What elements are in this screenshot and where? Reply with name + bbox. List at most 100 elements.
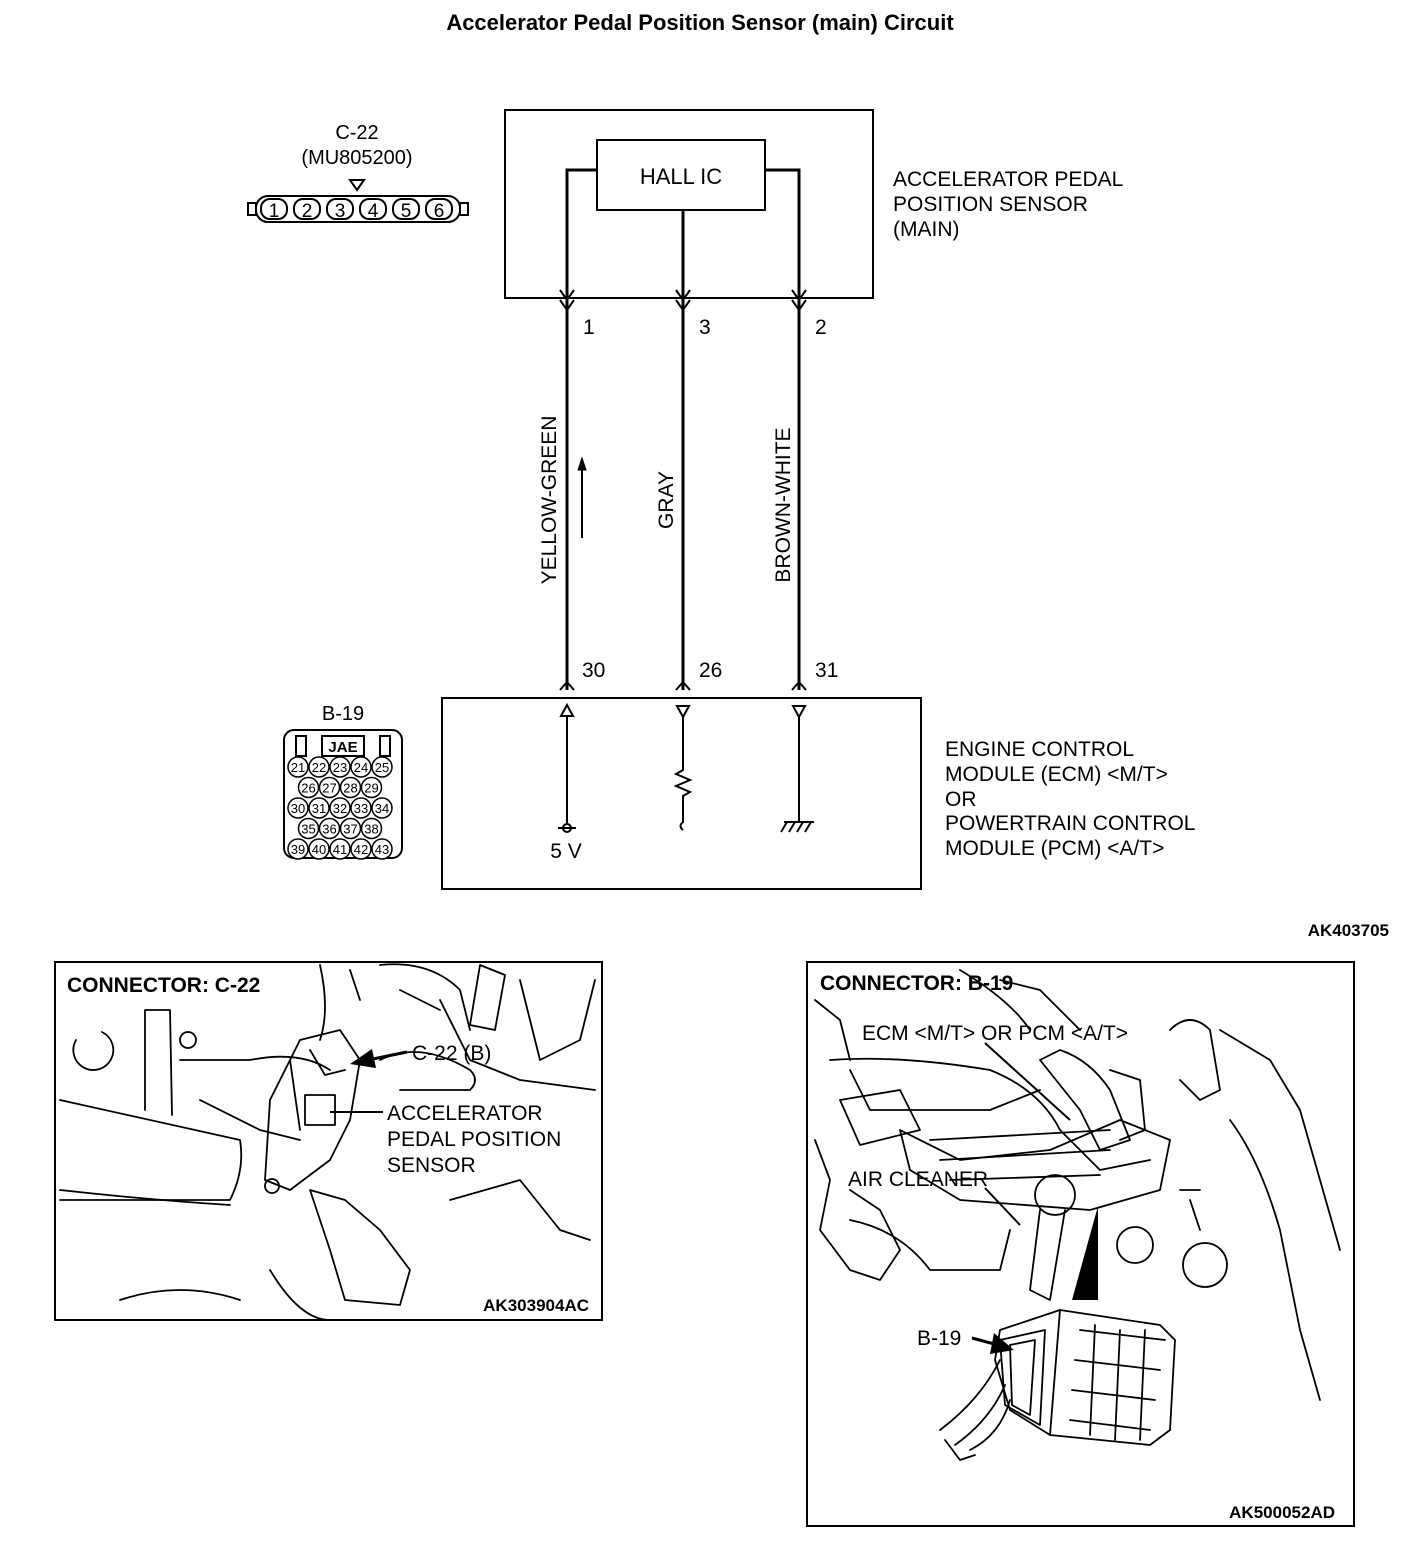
- b19-pin-35: [297, 817, 320, 840]
- page-title: Accelerator Pedal Position Sensor (main)…: [446, 10, 954, 35]
- b19-pin-label-32: 32: [333, 801, 347, 816]
- ecm-leader-line: [984, 1042, 1071, 1121]
- b19-pin-label-38: 38: [364, 822, 378, 837]
- b19-pin-label-37: 37: [343, 822, 357, 837]
- ecm-pin-label-31: 31: [815, 659, 838, 682]
- b19-pin-43: [371, 838, 393, 860]
- panel-connector-b19: CONNECTOR: B-19 ECM <M/T> OR PCM <A/T> A…: [806, 961, 1355, 1527]
- ecm-pin-label-30: 30: [582, 659, 605, 682]
- ecm-pin-31-terminal: [791, 680, 807, 691]
- sensor-pin-label-2: 2: [815, 316, 827, 339]
- ecm-pin-label-26: 26: [699, 659, 722, 682]
- panel-right-heading: CONNECTOR: B-19: [820, 972, 1013, 995]
- b19-pin-22: [308, 756, 330, 778]
- b19-pin-label-35: 35: [301, 822, 315, 837]
- b19-pin-label-41: 41: [333, 842, 347, 857]
- hall-ic-label: HALL IC: [640, 164, 722, 189]
- ground-icon: [780, 821, 814, 833]
- b19-pin-31: [308, 797, 330, 819]
- b19-pin-33: [350, 797, 372, 819]
- svg-text:4: 4: [368, 201, 379, 222]
- ecm-box: [441, 697, 922, 890]
- figure-id-top: AK403705: [1308, 921, 1389, 940]
- b19-pin-32: [329, 797, 351, 819]
- b19-pin-25: [371, 756, 393, 778]
- svg-text:2: 2: [302, 201, 313, 222]
- hall-ic-lead-1: [565, 168, 597, 298]
- panel-connector-c22: CONNECTOR: C-22 C-22 (B) ACCELERATOR PED…: [54, 961, 603, 1321]
- current-direction-arrow-icon: [577, 456, 587, 538]
- b19-pin-label-42: 42: [354, 842, 368, 857]
- b19-pin-label-29: 29: [364, 781, 378, 796]
- ground-input-marker-icon: [791, 705, 807, 720]
- c22-pin-2: 2: [293, 198, 321, 222]
- b19-pin-23: [329, 756, 351, 778]
- b19-pin-label-30: 30: [291, 801, 305, 816]
- b19-pin-38: [360, 817, 383, 840]
- wire-color-brown-white: BROWN-WHITE: [772, 427, 795, 582]
- b19-pin-34: [371, 797, 393, 819]
- sensor-pin-label-3: 3: [699, 316, 711, 339]
- b19-pin-label-33: 33: [354, 801, 368, 816]
- c22-part-number: (MU805200): [301, 147, 412, 169]
- b19-pin-28: [339, 776, 362, 799]
- b19-brand: JAE: [328, 739, 357, 756]
- air-cleaner-leader-line: [984, 1187, 1021, 1226]
- b19-pin-label-21: 21: [291, 760, 305, 775]
- b19-pin-label-25: 25: [375, 760, 389, 775]
- panel-right-air-cleaner: AIR CLEANER: [848, 1168, 988, 1191]
- b19-pin-label-31: 31: [312, 801, 326, 816]
- wire-color-yellow-green: YELLOW-GREEN: [538, 416, 561, 585]
- b19-brand-plate: [321, 735, 365, 757]
- c22-latch-left: [247, 202, 257, 216]
- b19-pin-41: [329, 838, 351, 860]
- b19-pin-label-43: 43: [375, 842, 389, 857]
- b19-pin-label-26: 26: [301, 781, 315, 796]
- svg-text:5: 5: [401, 201, 412, 222]
- supply-arrow-icon: [559, 702, 575, 717]
- ecm-pin-30-terminal: [559, 680, 575, 691]
- panel-left-figure-id: AK303904AC: [483, 1296, 589, 1315]
- c22-pin-6: 6: [425, 198, 453, 222]
- b19-pin-37: [339, 817, 362, 840]
- b19-pin-21: [287, 756, 309, 778]
- b19-pin-30: [287, 797, 309, 819]
- sensor-pin-label-1: 1: [583, 316, 595, 339]
- c22-id: C-22: [335, 122, 378, 144]
- ecm-pin-26-terminal: [675, 680, 691, 691]
- b19-callout-arrow-icon: [971, 1333, 1014, 1354]
- b19-id: B-19: [322, 703, 364, 725]
- c22-body: [255, 195, 461, 223]
- b19-pin-29: [360, 776, 383, 799]
- sensor-box: [504, 109, 874, 299]
- b19-pin-39: [287, 838, 309, 860]
- b19-pin-label-40: 40: [312, 842, 326, 857]
- b19-pin-24: [350, 756, 372, 778]
- panel-left-heading: CONNECTOR: C-22: [67, 974, 260, 997]
- svg-text:3: 3: [335, 201, 346, 222]
- hall-ic-lead-2: [765, 168, 801, 298]
- c22-pin-3: 3: [326, 198, 354, 222]
- engine-bay-sketch: [814, 969, 1341, 1401]
- b19-pin-label-24: 24: [354, 760, 368, 775]
- sensor-name: ACCELERATOR PEDAL POSITION SENSOR (MAIN): [893, 168, 1128, 241]
- hall-ic-box: [596, 139, 766, 211]
- panel-right-ecm-label: ECM <M/T> OR PCM <A/T>: [862, 1022, 1128, 1045]
- ecm-name: ENGINE CONTROL MODULE (ECM) <M/T> OR POW…: [945, 738, 1201, 860]
- panel-left-sensor-label: ACCELERATOR PEDAL POSITION SENSOR: [387, 1102, 567, 1177]
- c22-pin-4: 4: [359, 198, 387, 222]
- ecm-module-sketch: [939, 1309, 1176, 1461]
- c22-latch-right: [459, 202, 469, 216]
- c22-connector-symbol: C-22 (MU805200) 1 2 3 4 5 6: [247, 122, 469, 223]
- wire-color-gray: GRAY: [655, 471, 678, 529]
- b19-pin-label-34: 34: [375, 801, 389, 816]
- b19-pin-label-22: 22: [312, 760, 326, 775]
- c22-pin-5: 5: [392, 198, 420, 222]
- b19-pin-label-23: 23: [333, 760, 347, 775]
- svg-text:1: 1: [269, 201, 280, 222]
- panel-right-figure-id: AK500052AD: [1229, 1503, 1335, 1522]
- c22-callout-arrow-icon: [350, 1049, 408, 1068]
- b19-pin-label-39: 39: [291, 842, 305, 857]
